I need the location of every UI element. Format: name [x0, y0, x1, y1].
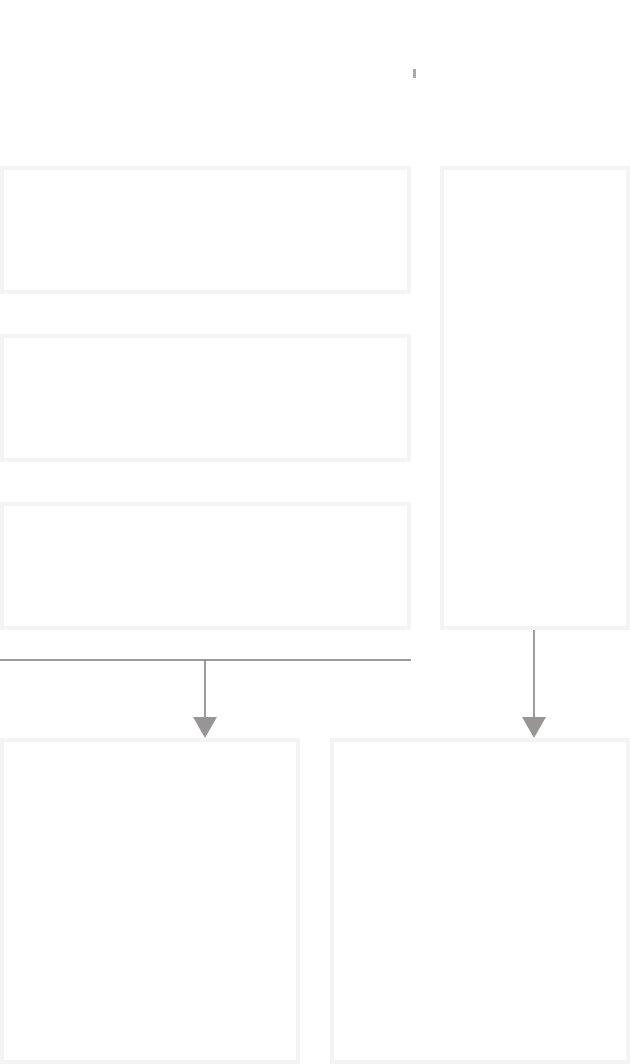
diagram-box-right-tall — [440, 166, 630, 630]
diagram-box-left-2 — [0, 334, 411, 462]
small-mark — [413, 69, 416, 78]
diagram-box-left-3 — [0, 502, 411, 630]
right-arrowhead-icon — [522, 717, 546, 738]
diagram-box-bottom-left — [0, 738, 300, 1064]
diagram-box-bottom-right — [330, 738, 630, 1064]
left-arrowhead-icon — [193, 717, 217, 738]
diagram-box-left-1 — [0, 166, 411, 294]
